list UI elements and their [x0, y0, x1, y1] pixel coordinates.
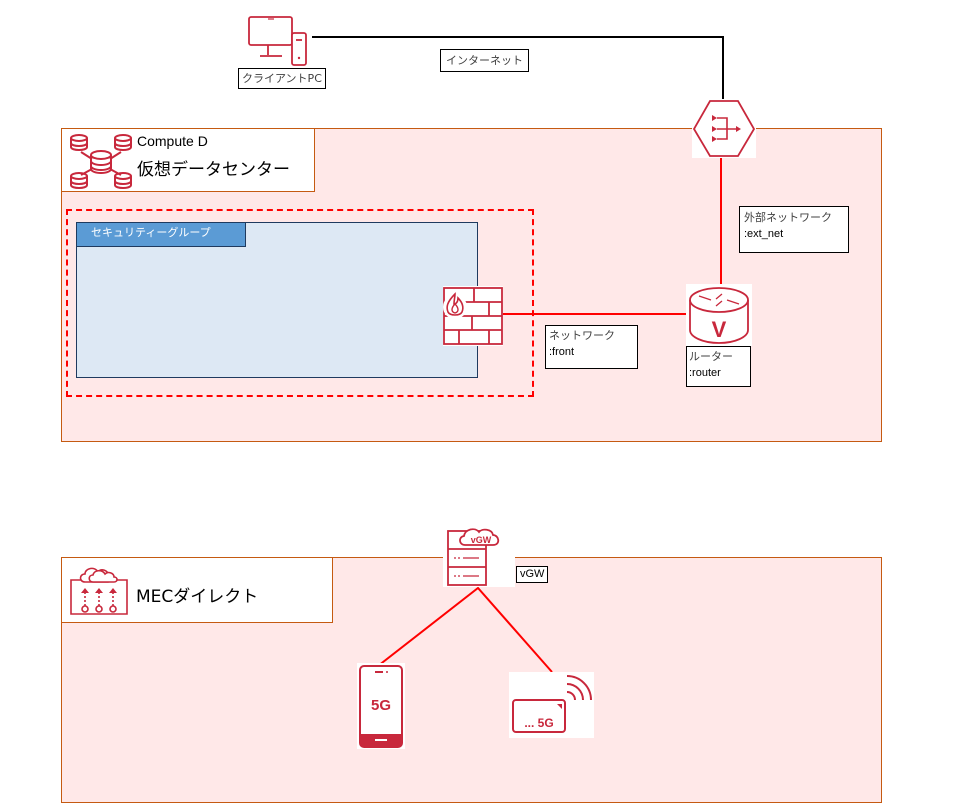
ext-net-name: 外部ネットワーク	[744, 211, 832, 224]
vgw-badge: vGW	[471, 535, 492, 545]
phone-badge: 5G	[371, 697, 391, 714]
security-group-area	[76, 222, 478, 378]
vgw-label: vGW	[516, 566, 549, 583]
front-net-id: :front	[549, 346, 575, 358]
compute-d-title-box: Compute D 仮想データセンター	[61, 128, 315, 192]
compute-d-title: Compute D	[137, 133, 208, 149]
smartphone-5g-icon: 5G	[359, 665, 403, 748]
router-id: :router	[689, 367, 721, 379]
vgw-gateway-icon: vGW	[443, 528, 515, 587]
router-node[interactable]: V	[686, 284, 752, 346]
mec-cloud-icon	[70, 567, 128, 615]
security-group-tab: セキュリティーグループ	[76, 222, 246, 247]
router-v-icon: V	[689, 287, 749, 344]
router-label: ルーター :router	[686, 346, 751, 387]
client-pc-label: クライアントPC	[238, 68, 326, 89]
security-group-boundary	[66, 209, 534, 397]
phone-5g-node[interactable]: 5G	[357, 663, 405, 749]
front-net-label: ネットワーク :front	[545, 325, 638, 369]
firewall-icon	[443, 287, 503, 345]
router-5g-node[interactable]: ... 5G	[509, 672, 594, 738]
internet-label: インターネット	[440, 49, 529, 72]
internet-gateway-node[interactable]	[692, 99, 756, 158]
router-glyph: V	[712, 317, 727, 342]
front-net-name: ネットワーク	[549, 329, 615, 342]
firewall-node[interactable]	[443, 286, 503, 346]
ext-net-label: 外部ネットワーク :ext_net	[739, 206, 849, 253]
client-pc-node[interactable]	[246, 14, 312, 68]
vgw-node[interactable]: vGW	[443, 521, 515, 587]
compute-d-subtitle: 仮想データセンター	[137, 160, 290, 180]
router-5g-badge: ... 5G	[524, 716, 553, 730]
mec-direct-title-box: MECダイレクト	[61, 557, 333, 623]
wireless-router-5g-icon: ... 5G	[512, 675, 592, 733]
router-name: ルーター	[689, 350, 733, 363]
mec-direct-title: MECダイレクト	[136, 587, 259, 607]
internet-gateway-hex-icon	[692, 100, 756, 157]
database-cluster-icon	[70, 134, 132, 190]
desktop-computer-icon	[248, 16, 307, 66]
ext-net-id: :ext_net	[744, 228, 784, 240]
